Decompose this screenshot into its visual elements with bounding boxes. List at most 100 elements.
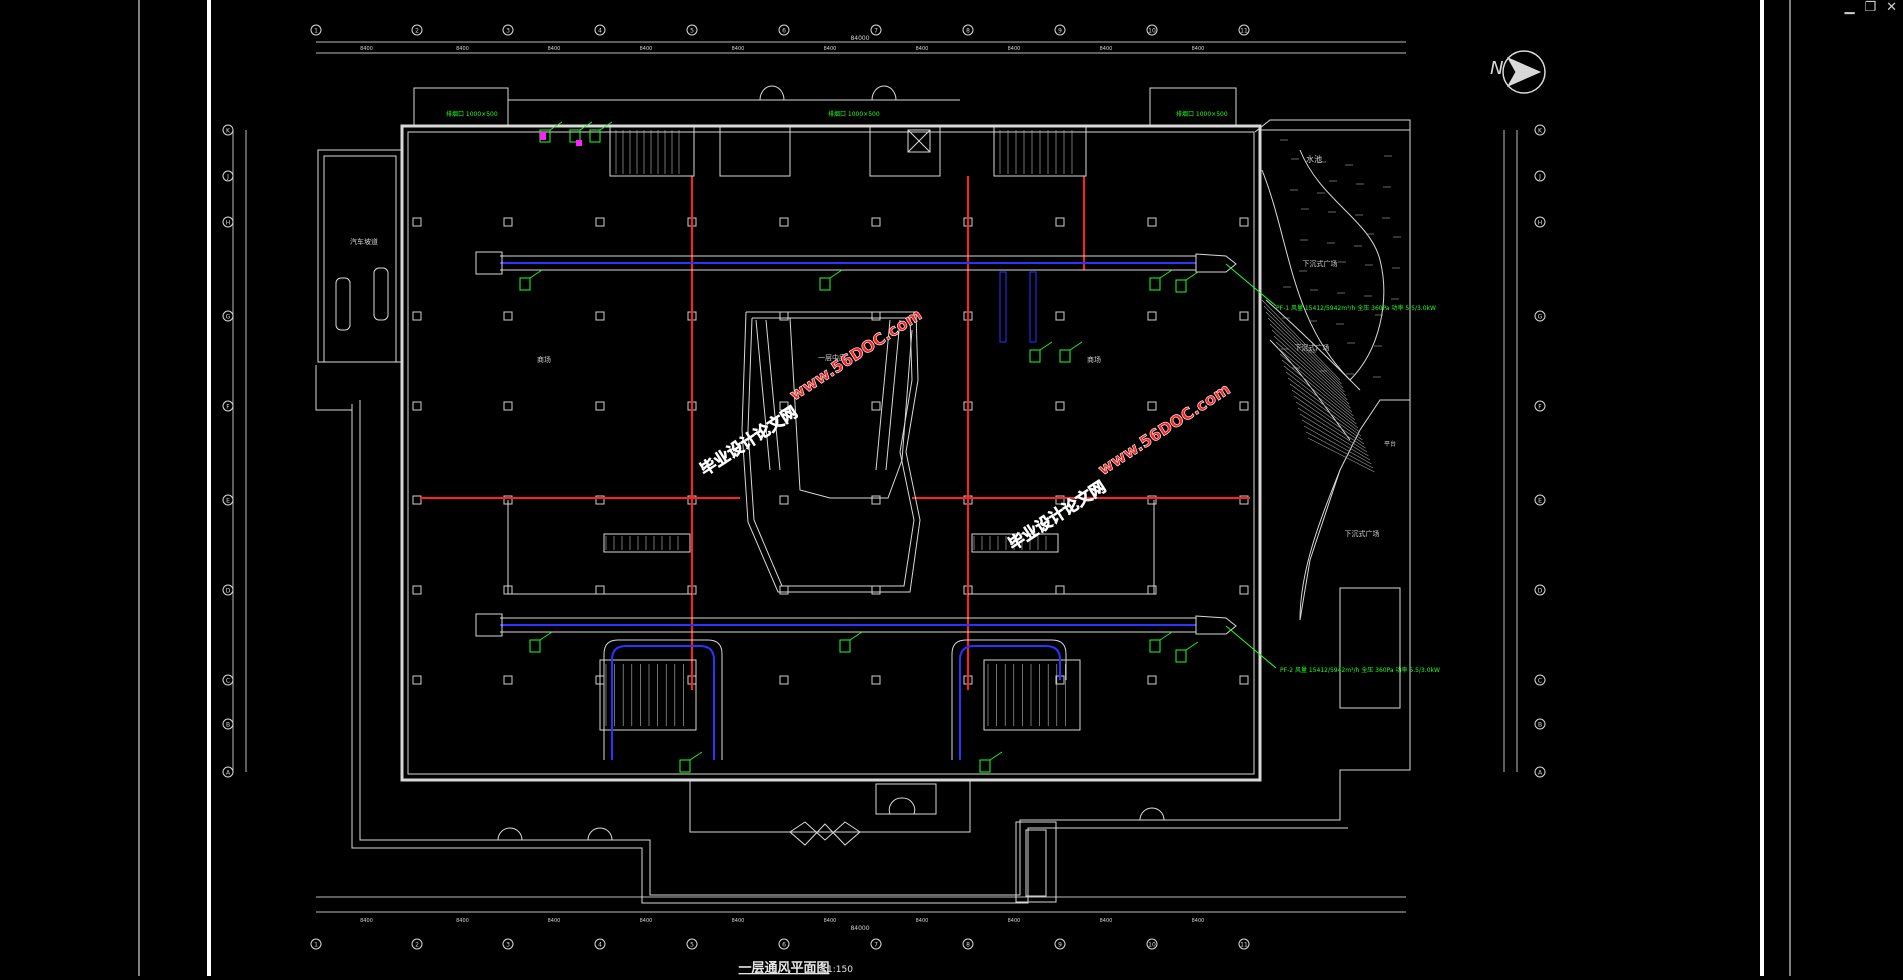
axis-bottom-label: 10 bbox=[1148, 942, 1156, 949]
restore-button[interactable]: ❐ bbox=[1864, 0, 1877, 15]
dimension-text: 8400 bbox=[1192, 918, 1205, 924]
axis-left-label: C bbox=[226, 678, 230, 685]
axis-top-6: 6 bbox=[778, 24, 790, 36]
watermark-right: 毕业设计论文网 www.56DOC.com bbox=[1005, 379, 1234, 554]
close-button[interactable]: ✕ bbox=[1886, 0, 1897, 15]
axis-bottom-label: 8 bbox=[966, 942, 970, 949]
building-outline bbox=[400, 85, 1262, 903]
axis-left-F: F bbox=[222, 400, 234, 412]
axis-left-label: J bbox=[226, 174, 229, 181]
north-arrow bbox=[1502, 50, 1546, 94]
column bbox=[1055, 311, 1065, 321]
exhaust-note-left: 排烟口 1000×500 bbox=[446, 110, 498, 118]
axis-bottom-label: 6 bbox=[782, 942, 786, 949]
axis-left-label: D bbox=[226, 588, 231, 595]
axis-left-E: E bbox=[222, 494, 234, 506]
dimension-text: 8400 bbox=[1100, 46, 1113, 52]
diffuser-tag bbox=[819, 277, 831, 291]
diffuser-tag bbox=[1175, 279, 1187, 293]
axis-left-label: A bbox=[226, 770, 231, 777]
axis-left-A: A bbox=[222, 766, 234, 778]
axis-left-label: E bbox=[226, 498, 230, 505]
atrium-label: 一层中庭 bbox=[818, 353, 846, 362]
equipment-annotations bbox=[519, 121, 1277, 773]
dimension-text: 8400 bbox=[360, 918, 373, 924]
dimension-text: 8400 bbox=[456, 46, 469, 52]
axis-right-label: B bbox=[1538, 722, 1542, 729]
dimension-text: 8400 bbox=[456, 918, 469, 924]
dimension-text: 8400 bbox=[916, 918, 929, 924]
column bbox=[595, 401, 605, 411]
dimension-text: 8400 bbox=[548, 918, 561, 924]
column bbox=[779, 401, 789, 411]
plaza-label-2: 下沉式广场 bbox=[1295, 343, 1330, 352]
column bbox=[871, 401, 881, 411]
column bbox=[412, 675, 422, 685]
axis-left-D: D bbox=[222, 584, 234, 596]
axis-top-label: 8 bbox=[966, 28, 970, 35]
axis-right-C: C bbox=[1534, 674, 1546, 686]
column bbox=[503, 675, 513, 685]
column bbox=[412, 217, 422, 227]
axis-left-C: C bbox=[222, 674, 234, 686]
axis-right-D: D bbox=[1534, 584, 1546, 596]
axis-bottom-6: 6 bbox=[778, 938, 790, 950]
axis-top-1: 1 bbox=[310, 24, 322, 36]
column bbox=[412, 401, 422, 411]
duct-run-top bbox=[475, 251, 1237, 343]
column bbox=[1147, 675, 1157, 685]
stair-cores bbox=[507, 125, 1155, 731]
axis-bottom-10: 10 bbox=[1146, 938, 1158, 950]
dimension-text: 8400 bbox=[916, 46, 929, 52]
axis-bottom-1: 1 bbox=[310, 938, 322, 950]
axis-bottom-label: 5 bbox=[690, 942, 694, 949]
column bbox=[871, 585, 881, 595]
diffuser-tag bbox=[519, 277, 531, 291]
column bbox=[412, 585, 422, 595]
axis-top-label: 9 bbox=[1058, 28, 1062, 35]
exhaust-note-mid: 排烟口 1000×500 bbox=[828, 110, 880, 118]
axis-bottom-3: 3 bbox=[502, 938, 514, 950]
dimension-lines bbox=[232, 41, 1518, 913]
drawing-title: 一层通风平面图 bbox=[738, 960, 829, 976]
dimension-text: 8400 bbox=[1100, 918, 1113, 924]
axis-bottom-4: 4 bbox=[594, 938, 606, 950]
dimension-text: 8400 bbox=[732, 918, 745, 924]
dimension-text: 8400 bbox=[640, 46, 653, 52]
minimize-button[interactable]: ▁ bbox=[1844, 0, 1855, 15]
water-hatch bbox=[1280, 139, 1401, 378]
dimension-text: 8400 bbox=[640, 918, 653, 924]
diffuser-tag bbox=[1149, 639, 1161, 653]
column bbox=[1147, 311, 1157, 321]
diffuser-tag bbox=[569, 129, 581, 143]
plaza-label-1: 下沉式广场 bbox=[1303, 259, 1338, 268]
column bbox=[595, 217, 605, 227]
column bbox=[779, 495, 789, 505]
axis-right-J: J bbox=[1534, 170, 1546, 182]
axis-left-G: G bbox=[222, 310, 234, 322]
axis-right-label: H bbox=[1538, 220, 1543, 227]
diffuser-tag bbox=[839, 639, 851, 653]
column bbox=[412, 311, 422, 321]
diffuser-tag bbox=[1029, 349, 1041, 363]
drawing-scale: 1:150 bbox=[827, 965, 853, 975]
axis-right-label: C bbox=[1538, 678, 1542, 685]
axis-top-label: 5 bbox=[690, 28, 694, 35]
column bbox=[1055, 401, 1065, 411]
axis-bottom-9: 9 bbox=[1054, 938, 1066, 950]
dimension-text: 8400 bbox=[360, 46, 373, 52]
axis-left-H: H bbox=[222, 216, 234, 228]
dimension-text: 8400 bbox=[548, 46, 561, 52]
axis-top-9: 9 bbox=[1054, 24, 1066, 36]
axis-left-label: H bbox=[226, 220, 231, 227]
axis-right-F: F bbox=[1534, 400, 1546, 412]
diffuser-tag bbox=[979, 759, 991, 773]
shop-left-label: 商场 bbox=[537, 355, 551, 364]
column bbox=[412, 495, 422, 505]
column bbox=[871, 495, 881, 505]
north-label: N bbox=[1490, 58, 1503, 79]
